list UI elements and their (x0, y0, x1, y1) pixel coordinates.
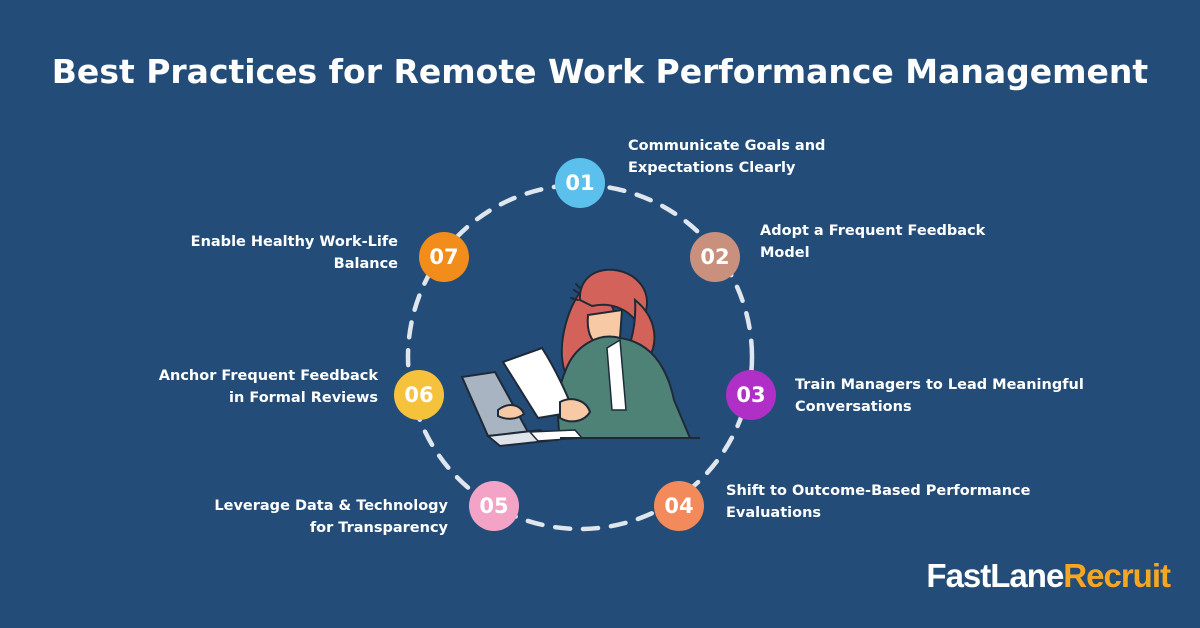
step-badge-02: 02 (690, 232, 740, 282)
step-badge-01: 01 (555, 158, 605, 208)
fastlanerecruit-logo: FastLaneRecruit (926, 557, 1171, 594)
page-title: Best Practices for Remote Work Performan… (51, 52, 1149, 91)
step-badge-04: 04 (654, 481, 704, 531)
woman-laptop-illustration (460, 268, 700, 448)
step-badge-03: 03 (726, 370, 776, 420)
step-badge-07: 07 (419, 232, 469, 282)
step-badge-06: 06 (394, 370, 444, 420)
step-badge-05: 05 (469, 481, 519, 531)
